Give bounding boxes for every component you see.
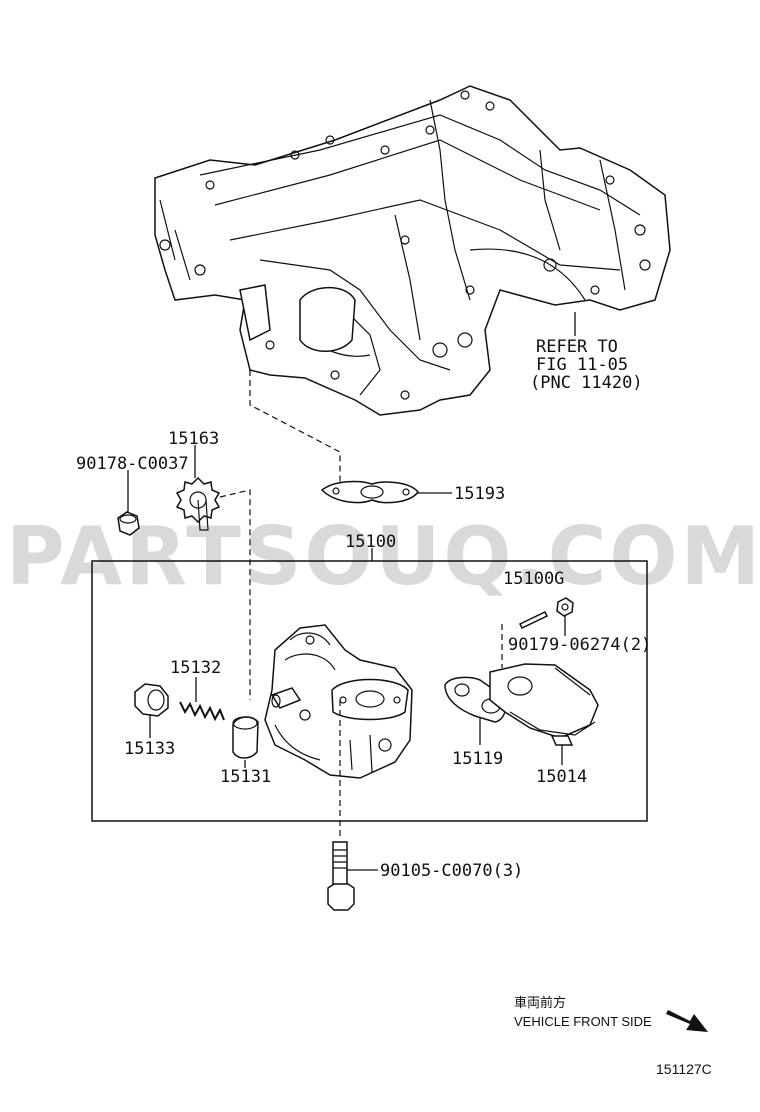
label-15014: 15014 bbox=[536, 767, 587, 787]
nut-90178 bbox=[117, 511, 140, 536]
nut-90179 bbox=[556, 597, 574, 617]
label-15100g: 15100G bbox=[503, 569, 564, 589]
label-15133: 15133 bbox=[124, 739, 175, 759]
assembly-box-15100 bbox=[91, 560, 648, 822]
label-15131: 15131 bbox=[220, 767, 271, 787]
label-15163: 15163 bbox=[168, 429, 219, 449]
spring-15132 bbox=[179, 701, 225, 722]
plug-15133 bbox=[134, 683, 169, 717]
dashed-guide-pan bbox=[249, 370, 341, 495]
refer-line-1: REFER TO bbox=[536, 337, 618, 357]
oil-pump-body bbox=[264, 624, 413, 779]
figure-code: 151127C bbox=[656, 1061, 712, 1077]
oil-pan-housing bbox=[154, 85, 671, 416]
label-15132: 15132 bbox=[170, 658, 221, 678]
bolt-90105 bbox=[327, 841, 355, 911]
label-90105: 90105-C0070(3) bbox=[380, 861, 523, 881]
front-arrow-icon bbox=[666, 1010, 708, 1032]
refer-line-2: FIG 11-05 bbox=[536, 355, 628, 375]
dashed-guide-sprocket bbox=[219, 489, 251, 700]
stud-bolt-15100g bbox=[518, 611, 549, 629]
label-15193: 15193 bbox=[454, 484, 505, 504]
refer-line-3: (PNC 11420) bbox=[530, 373, 643, 393]
front-side-english: VEHICLE FRONT SIDE bbox=[514, 1014, 652, 1029]
label-90179: 90179-06274(2) bbox=[508, 635, 651, 655]
label-15119: 15119 bbox=[452, 749, 503, 769]
front-side-japanese: 車両前方 bbox=[514, 995, 566, 1010]
label-90178: 90178-C0037 bbox=[76, 454, 189, 474]
cover-15014 bbox=[489, 663, 599, 746]
plunger-15131 bbox=[232, 716, 259, 759]
sprocket-15163 bbox=[175, 476, 221, 531]
label-15100: 15100 bbox=[345, 532, 396, 552]
gasket-15193 bbox=[320, 480, 419, 504]
